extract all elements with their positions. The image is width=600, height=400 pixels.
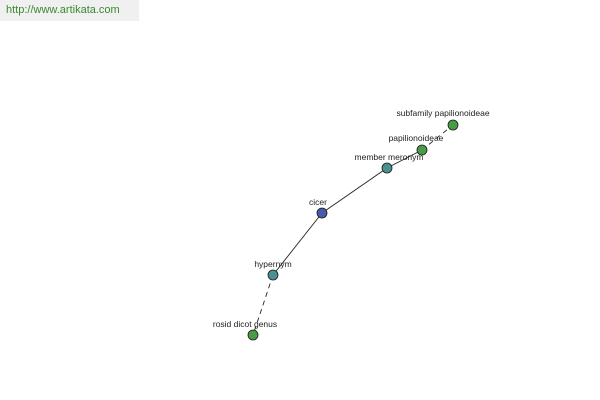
edge-member-meronym-to-papilionoideae: [386, 149, 423, 169]
edges-layer: [252, 124, 454, 336]
labels-layer: cicer member meronym papilionoideae subfami…: [213, 108, 490, 329]
node-member-meronym[interactable]: [381, 162, 393, 174]
edge-cicer-to-member-meronym: [321, 167, 388, 214]
node-hypernym[interactable]: [267, 269, 279, 281]
node-label-subfamily-papilionoideae[interactable]: subfamily papilionoideae: [396, 108, 489, 118]
edge-hypernym-to-rosid-dicot-genus: [252, 274, 274, 336]
edge-papilionoideae-to-subfamily-papilionoideae: [421, 124, 454, 151]
node-papilionoideae[interactable]: [416, 144, 428, 156]
node-label-cicer[interactable]: cicer: [309, 197, 327, 207]
node-label-papilionoideae[interactable]: papilionoideae: [389, 133, 444, 143]
site-url-banner[interactable]: http://www.artikata.com: [0, 0, 139, 21]
nodes-layer: [247, 119, 459, 341]
node-rosid-dicot-genus[interactable]: [247, 329, 259, 341]
node-cicer[interactable]: [316, 207, 328, 219]
edge-cicer-to-hypernym: [272, 212, 323, 276]
node-label-member-meronym[interactable]: member meronym: [355, 152, 424, 162]
node-subfamily-papilionoideae[interactable]: [447, 119, 459, 131]
node-label-hypernym[interactable]: hypernym: [254, 259, 291, 269]
node-label-rosid-dicot-genus[interactable]: rosid dicot genus: [213, 319, 277, 329]
